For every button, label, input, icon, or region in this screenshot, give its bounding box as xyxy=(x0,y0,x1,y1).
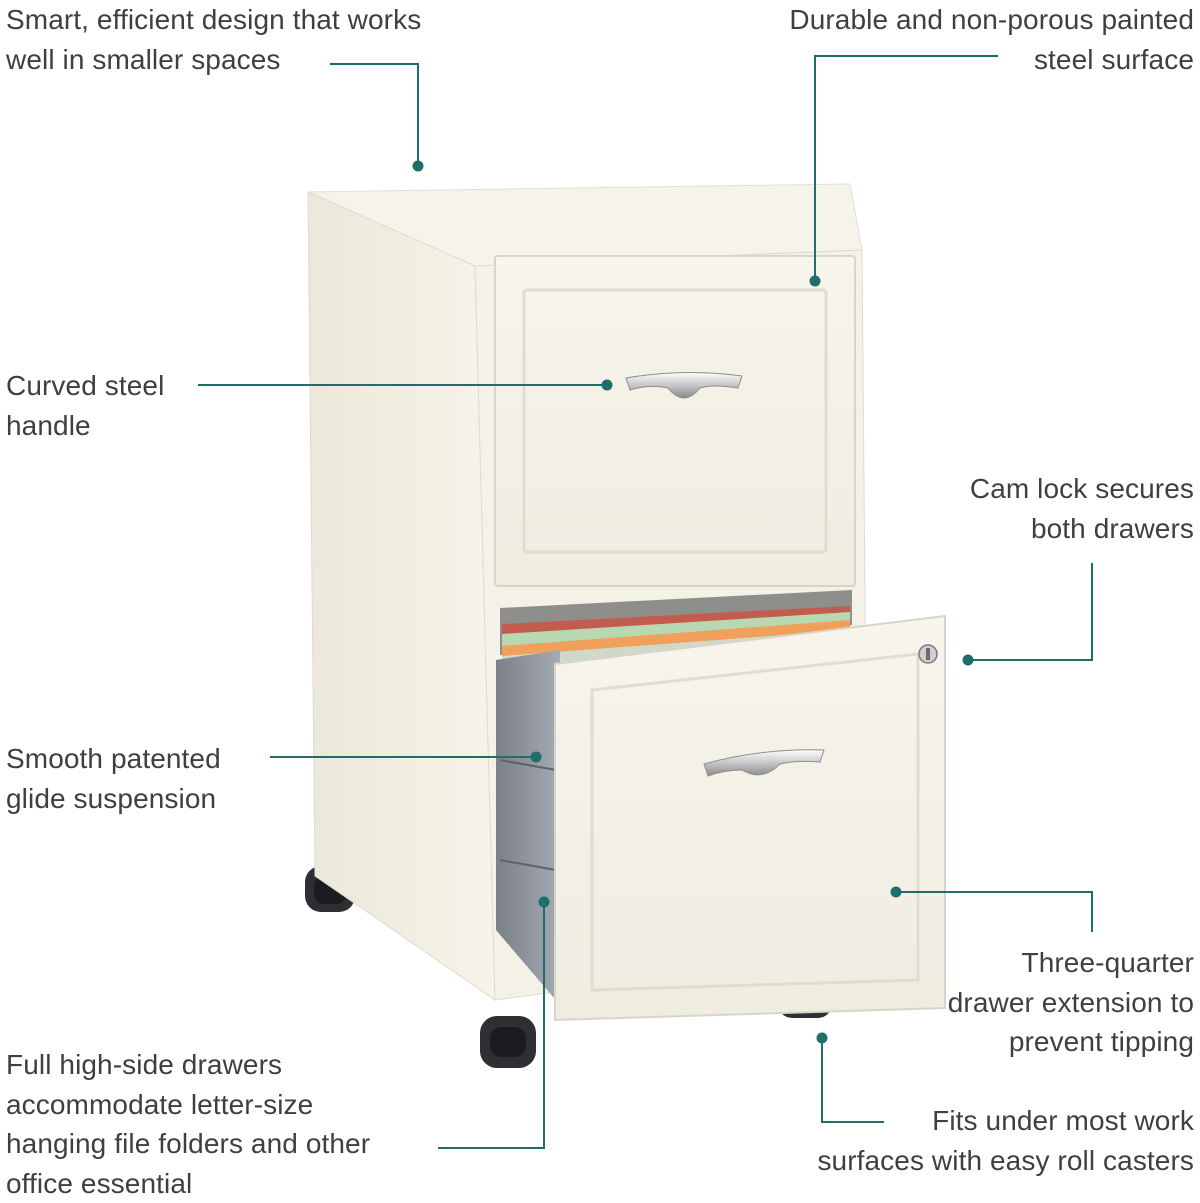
leader-lock xyxy=(968,563,1092,660)
callout-design: Smart, efficient design that works well … xyxy=(6,0,421,79)
callout-extension: Three-quarter drawer extension to preven… xyxy=(948,943,1194,1062)
dot-extension xyxy=(891,887,902,898)
dot-lock xyxy=(963,655,974,666)
callout-surface-line-2: steel surface xyxy=(789,40,1194,80)
dot-surface xyxy=(810,276,821,287)
callout-casters-line-2: surfaces with easy roll casters xyxy=(817,1141,1194,1181)
callout-casters: Fits under most work surfaces with easy … xyxy=(817,1101,1194,1180)
callout-glide-line-1: Smooth patented xyxy=(6,739,221,779)
callout-drawers-line-1: Full high-side drawers xyxy=(6,1045,370,1085)
callout-surface: Durable and non-porous painted steel sur… xyxy=(789,0,1194,79)
callout-design-line-1: Smart, efficient design that works xyxy=(6,0,421,40)
caster-front-left xyxy=(480,1016,536,1068)
leader-design xyxy=(330,64,418,166)
callout-extension-line-2: drawer extension to xyxy=(948,983,1194,1023)
callout-extension-line-3: prevent tipping xyxy=(948,1022,1194,1062)
dot-glide xyxy=(531,752,542,763)
callout-drawers-line-2: accommodate letter-size xyxy=(6,1085,370,1125)
callout-surface-line-1: Durable and non-porous painted xyxy=(789,0,1194,40)
cabinet-side xyxy=(308,192,495,1000)
callout-handle: Curved steel handle xyxy=(6,366,164,445)
callout-handle-line-1: Curved steel xyxy=(6,366,164,406)
dot-casters xyxy=(817,1033,828,1044)
dot-design xyxy=(413,161,424,172)
lock-icon xyxy=(919,645,937,663)
callout-glide: Smooth patented glide suspension xyxy=(6,739,221,818)
callout-glide-line-2: glide suspension xyxy=(6,779,221,819)
bottom-drawer xyxy=(555,616,945,1020)
top-drawer xyxy=(495,256,855,586)
callout-handle-line-2: handle xyxy=(6,406,164,446)
callout-drawers-line-3: hanging file folders and other xyxy=(6,1124,370,1164)
callout-drawers-line-4: office essential xyxy=(6,1164,370,1203)
callout-lock-line-1: Cam lock secures xyxy=(970,469,1194,509)
callout-drawers: Full high-side drawers accommodate lette… xyxy=(6,1045,370,1203)
callout-lock-line-2: both drawers xyxy=(970,509,1194,549)
callout-extension-line-1: Three-quarter xyxy=(948,943,1194,983)
callout-design-line-2: well in smaller spaces xyxy=(6,40,421,80)
dot-drawers xyxy=(539,897,550,908)
dot-handle xyxy=(602,380,613,391)
callout-lock: Cam lock secures both drawers xyxy=(970,469,1194,548)
callout-casters-line-1: Fits under most work xyxy=(817,1101,1194,1141)
